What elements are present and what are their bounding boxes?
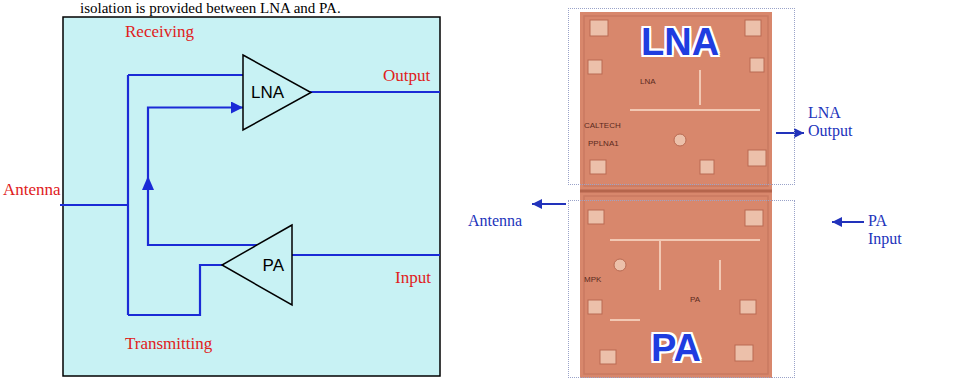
pointer-arrow <box>776 132 804 134</box>
chip-pad <box>700 160 714 174</box>
chip-block <box>584 196 768 374</box>
node-title: LNA <box>641 23 719 61</box>
chip-inductor <box>674 134 686 146</box>
chip-marking: LNA <box>640 78 656 86</box>
chip-trace <box>699 70 701 105</box>
chip-pad <box>745 20 761 36</box>
port-label: LNA Output <box>808 104 866 141</box>
chip-pad <box>735 345 753 361</box>
chip-trace <box>630 109 760 111</box>
caption-text: isolation is provided between LNA and PA… <box>80 0 341 16</box>
port-label: Output <box>383 66 430 86</box>
chip-divider <box>580 190 772 193</box>
chip-pad <box>740 300 756 314</box>
chip-pad <box>588 210 604 224</box>
port-label: Antenna <box>3 180 61 200</box>
module-box <box>63 17 440 376</box>
chip-marking: MPK <box>584 276 601 284</box>
chip-pad <box>588 60 602 74</box>
pointer-arrow <box>532 203 566 205</box>
chip-region: LNA <box>568 8 795 185</box>
chip-pad <box>600 350 616 364</box>
chip-trace <box>659 240 661 290</box>
antenna-wire <box>60 204 128 206</box>
chip-pad <box>750 58 764 72</box>
input-wire <box>292 254 440 256</box>
node-title: LNA <box>251 84 284 101</box>
chip-pad <box>745 210 763 226</box>
port-label: Input <box>395 268 431 288</box>
signal-label: Transmitting <box>125 334 212 354</box>
chip-photo <box>580 12 772 378</box>
output-wire <box>310 91 440 93</box>
receive-wire <box>128 74 243 76</box>
antenna-bus <box>127 75 129 315</box>
leakage-arrow <box>148 108 257 246</box>
chip-marking: CALTECH <box>584 122 621 130</box>
chip-marking: PPLNA1 <box>588 140 619 148</box>
port-label: PA Input <box>868 212 918 249</box>
chip-inductor <box>614 259 626 271</box>
node-title: PA <box>263 257 284 274</box>
chip-pad <box>590 20 608 36</box>
transmit-wire <box>128 265 222 315</box>
chip-trace <box>610 319 640 321</box>
chip-block <box>584 16 768 186</box>
chip-pad <box>588 300 602 314</box>
triangle-outline <box>222 225 292 305</box>
signal-label: Receiving <box>125 22 194 42</box>
chip-trace <box>719 260 721 290</box>
port-label: Antenna <box>468 212 522 230</box>
chip-pad <box>590 160 606 174</box>
chip-trace <box>610 239 760 241</box>
amplifier-triangle: PA <box>222 225 292 305</box>
pointer-arrow <box>832 221 864 223</box>
node-title: PA <box>651 329 701 367</box>
chip-region: PA <box>568 200 795 378</box>
chip-marking: PA <box>690 296 700 304</box>
amplifier-triangle: LNA <box>243 55 311 130</box>
chip-pad <box>748 150 766 166</box>
triangle-outline <box>243 55 311 130</box>
